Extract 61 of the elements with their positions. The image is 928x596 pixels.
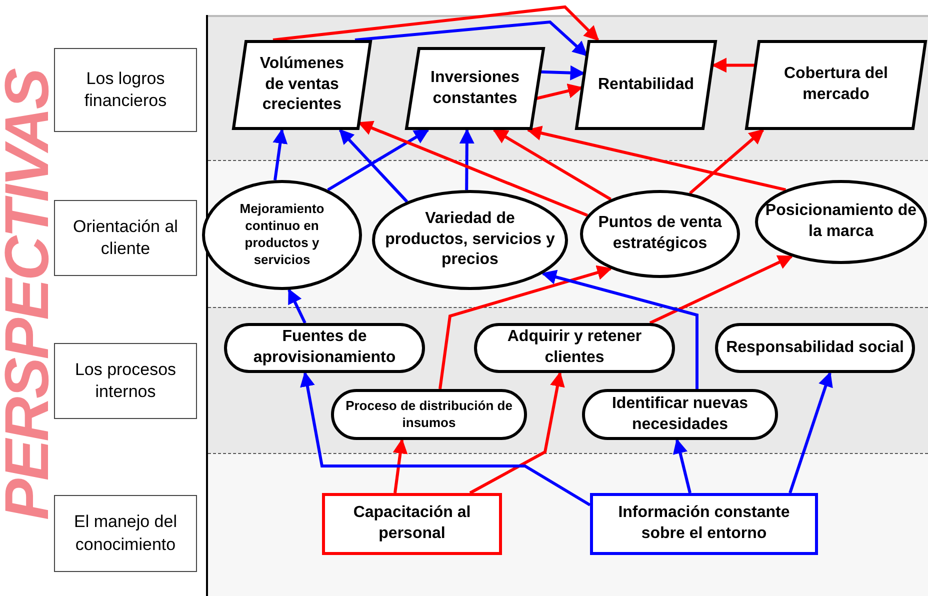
arrow [327, 128, 430, 192]
node-text: Variedad de productos, servicios y precios [384, 208, 556, 270]
arrow [438, 265, 612, 390]
node-text: Rentabilidad [598, 74, 694, 95]
node-text: Identificar nuevas necesidades [610, 394, 750, 434]
ellipse-node [755, 180, 927, 264]
node-text: Capacitación al personal [352, 503, 472, 544]
node-text: Posicionamiento de la marca [765, 201, 917, 242]
node-text: Responsabilidad social [726, 338, 904, 358]
process-box [590, 493, 818, 555]
arrow [672, 438, 692, 494]
arrow [526, 126, 786, 192]
ellipse-node [580, 190, 740, 278]
node-text: Orientación al cliente [72, 216, 179, 260]
rounded-box [474, 323, 675, 373]
arrow [536, 84, 584, 100]
node-text: El manejo del conocimiento [72, 511, 178, 556]
arrow [689, 128, 764, 194]
node-text: Proceso de distribución de insumos [344, 398, 514, 432]
parallelogram-node [405, 47, 545, 130]
rounded-box [715, 323, 915, 373]
node-text: Los logros financieros [83, 68, 168, 112]
node-text: Los procesos internos [74, 358, 178, 403]
process-box [322, 493, 502, 555]
node-text: Puntos de venta estratégicos [597, 213, 723, 254]
arrow [649, 255, 794, 324]
rounded-box [224, 323, 425, 373]
node-text: Adquirir y retener clientes [506, 327, 643, 368]
perspective-label [54, 200, 197, 276]
arrow [392, 438, 408, 494]
perspective-label [54, 495, 197, 572]
parallelogram-node [232, 40, 372, 130]
arrow [272, 5, 600, 42]
arrow [459, 128, 474, 190]
vertical-heading: PERSPECTIVAS [0, 68, 58, 522]
arrow [358, 120, 588, 217]
node-text: Cobertura del mercado [782, 64, 889, 105]
arrow [338, 128, 408, 203]
node-text: Información constante sobre el entorno [617, 503, 791, 544]
node-text: Fuentes de aprovisionamiento [252, 327, 397, 368]
ellipse-node [202, 180, 362, 290]
arrow [354, 20, 588, 56]
node-text: Inversiones constantes [430, 68, 520, 108]
arrow [540, 65, 586, 80]
arrow [541, 270, 698, 389]
rounded-box [582, 389, 778, 440]
arrow [272, 128, 288, 180]
rounded-box [331, 389, 527, 440]
perspective-label [54, 48, 197, 132]
arrow [492, 128, 612, 201]
arrow [469, 372, 565, 494]
arrow [712, 58, 756, 73]
perspective-label [54, 343, 197, 419]
parallelogram-node [575, 40, 717, 130]
arrow [288, 288, 306, 324]
parallelogram-node [745, 40, 927, 130]
arrow [300, 372, 591, 506]
arrow [788, 372, 833, 494]
node-text: Volúmenes de ventas crecientes [258, 54, 346, 116]
ellipse-node [372, 190, 568, 290]
node-text: Mejoramiento continuo en productos y servicios [238, 201, 326, 269]
